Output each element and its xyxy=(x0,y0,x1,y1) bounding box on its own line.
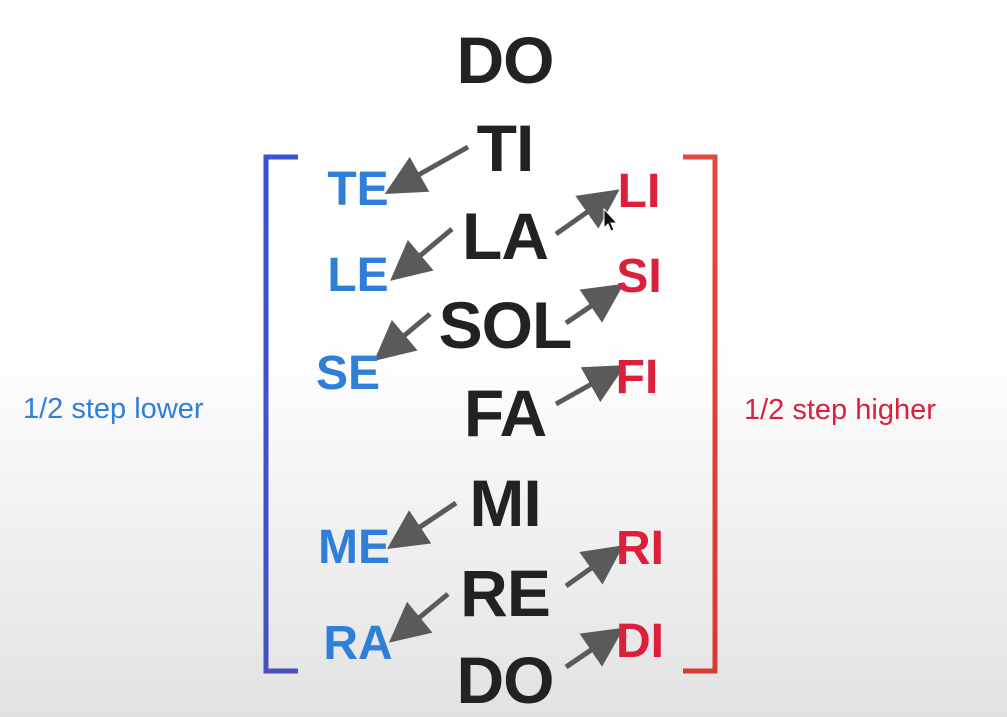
syllable-do-top: DO xyxy=(456,23,555,97)
half-step-lower-label: 1/2 step lower xyxy=(23,393,204,425)
arrow-la-to-li xyxy=(554,189,620,237)
arrow-re-to-ri xyxy=(564,545,624,589)
syllable-sol: SOL xyxy=(438,288,573,362)
syllable-si: SI xyxy=(616,250,662,303)
syllable-re: RE xyxy=(460,556,551,630)
syllable-ri: RI xyxy=(616,522,664,575)
arrow-do-to-di xyxy=(564,627,624,670)
mouse-cursor-icon xyxy=(603,207,619,232)
arrow-sol-to-si xyxy=(564,283,624,326)
syllable-ra: RA xyxy=(323,617,393,670)
arrow-sol-to-se xyxy=(374,312,432,361)
arrow-la-to-le xyxy=(390,227,454,281)
syllable-le: LE xyxy=(327,249,389,302)
syllable-fa: FA xyxy=(463,376,547,450)
arrow-mi-to-me xyxy=(386,500,458,550)
syllable-li: LI xyxy=(617,165,661,218)
syllable-me: ME xyxy=(318,521,390,574)
arrow-fa-to-fi xyxy=(554,365,626,407)
syllable-fi: FI xyxy=(615,351,659,404)
half-step-higher-label: 1/2 step higher xyxy=(744,394,936,426)
arrow-re-to-ra xyxy=(388,592,450,643)
left-bracket xyxy=(263,154,298,674)
syllable-do-bottom: DO xyxy=(456,643,555,717)
syllable-ti: TI xyxy=(476,111,535,185)
right-bracket xyxy=(683,154,718,674)
syllable-mi: MI xyxy=(469,466,541,540)
syllable-te: TE xyxy=(327,163,389,216)
syllable-la: LA xyxy=(462,199,549,273)
syllable-di: DI xyxy=(616,615,664,668)
arrow-ti-to-te xyxy=(384,144,470,194)
syllable-se: SE xyxy=(315,347,381,400)
